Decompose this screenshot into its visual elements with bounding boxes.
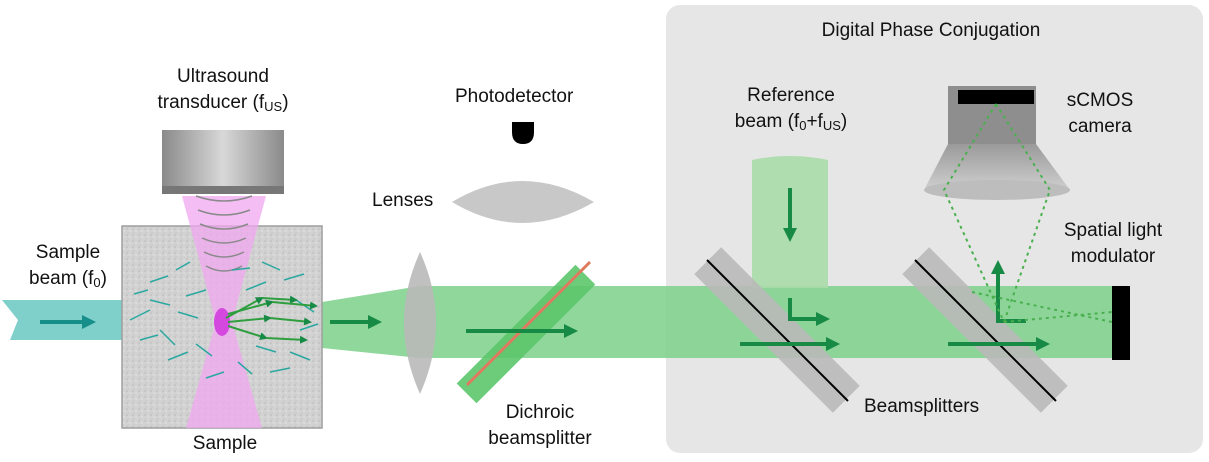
photodetector-icon	[512, 122, 534, 144]
dpc-arrows	[740, 260, 1050, 351]
tagged-light-arrows	[225, 295, 318, 344]
dichroic-beamsplitter	[456, 260, 596, 404]
ultrasound-waves	[195, 195, 253, 272]
beamsplitter-icon	[694, 247, 860, 413]
camera-icon	[924, 86, 1070, 200]
reference-beam-label: Reference beam (f0+fUS)	[734, 85, 848, 133]
lenses-label: Lenses	[372, 190, 434, 211]
focal-spot	[214, 308, 230, 336]
lens-icon	[404, 252, 436, 394]
slm-icon	[1112, 286, 1130, 360]
camera-label: sCMOS camera	[1066, 90, 1134, 137]
camera-light-path	[942, 103, 1113, 323]
ultrasound-transducer-label: Ultrasound transducer (fUS)	[157, 66, 289, 114]
scatterers	[129, 261, 319, 379]
dichroic-label: Dichroic beamsplitter	[488, 402, 592, 449]
beamsplitter-2	[902, 247, 1068, 413]
dpc-title: Digital Phase Conjugation	[821, 20, 1041, 41]
slm-label: Spatial light modulator	[1063, 220, 1163, 267]
sample-label: Sample	[192, 433, 258, 454]
photodetector-label: Photodetector	[455, 86, 574, 107]
beamsplitters-label: Beamsplitters	[864, 396, 980, 417]
lens-upper	[452, 181, 594, 223]
sample-beam-label: Sample beam (f0)	[29, 242, 107, 290]
ultrasound-transducer-icon	[162, 130, 284, 194]
